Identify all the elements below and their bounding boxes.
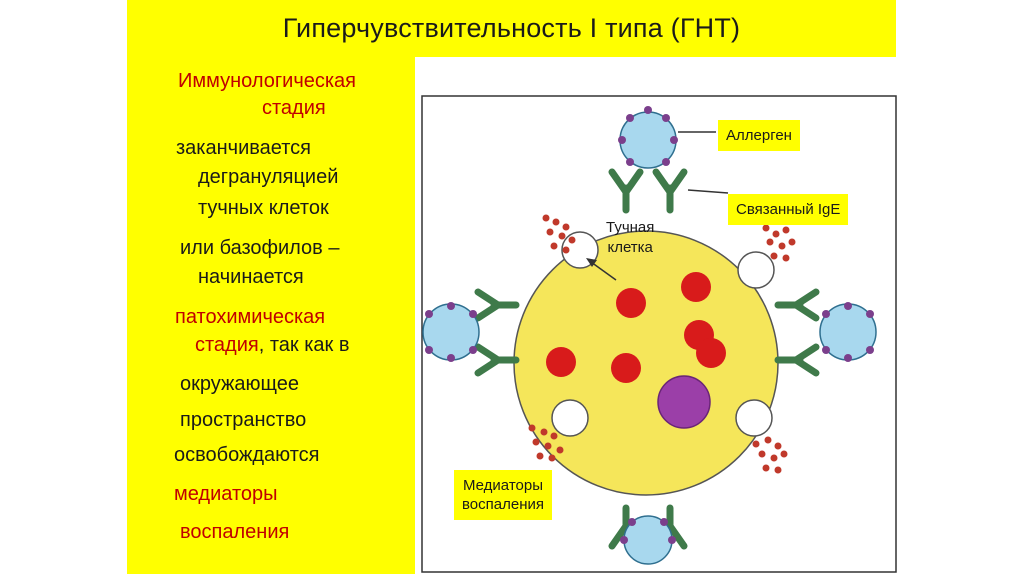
label-mast-cell: Тучная клетка xyxy=(606,218,654,258)
text-stage-2-rest: , так как в xyxy=(258,334,350,356)
mediator-cluster-bottom-left xyxy=(528,424,564,462)
cell-notch xyxy=(551,399,589,437)
diagram-svg xyxy=(421,95,897,573)
allergen-left xyxy=(422,302,480,362)
nucleus xyxy=(657,375,711,429)
antibody xyxy=(652,168,688,214)
label-mediators: Медиаторы воспаления xyxy=(454,470,552,520)
antibody xyxy=(474,288,520,322)
granule xyxy=(546,347,576,377)
text-line-degranulation: дегрануляцией xyxy=(198,166,339,188)
granule xyxy=(681,272,711,302)
leader-lines xyxy=(678,131,729,194)
mediator-cluster-top-left xyxy=(542,214,576,254)
mediator-clusters xyxy=(528,214,796,474)
text-line-inflammation: воспаления xyxy=(180,521,290,543)
text-line-immunological: Иммунологическая xyxy=(178,70,356,92)
label-allergen: Аллерген xyxy=(718,120,800,151)
text-line-mediators: медиаторы xyxy=(174,483,278,505)
allergen-right xyxy=(819,302,877,362)
mast-cell xyxy=(513,230,779,496)
mast-cell-diagram: Аллерген Связанный IgE Тучная клетка Мед… xyxy=(416,60,904,574)
mediator-cluster-top-right xyxy=(762,224,796,262)
antibody xyxy=(774,343,820,377)
text-line-pathochemical: патохимическая xyxy=(175,306,326,328)
title-band: Гиперчувствительность I типа (ГНТ) xyxy=(127,0,896,57)
granules xyxy=(546,272,726,429)
arrow-icon xyxy=(586,258,617,281)
granule xyxy=(696,338,726,368)
antibody xyxy=(774,288,820,322)
label-mediators-line1: Медиаторы xyxy=(463,477,543,494)
text-line-space: пространство xyxy=(180,409,307,431)
text-line-stage-1: стадия xyxy=(262,97,326,119)
text-line-surrounding: окружающее xyxy=(180,373,299,395)
label-mast-cell-line2: клетка xyxy=(607,239,653,256)
text-line-stage-2: стадия, так как в xyxy=(195,333,349,357)
cell-notch xyxy=(737,251,775,289)
text-line-mast-cells: тучных клеток xyxy=(198,197,329,219)
allergen-top xyxy=(618,106,678,169)
antibodies xyxy=(474,168,820,550)
label-bound-ige: Связанный IgE xyxy=(728,194,849,225)
text-line-basophils: или базофилов – xyxy=(180,237,340,259)
antibody xyxy=(474,343,520,377)
allergen-bottom xyxy=(620,515,676,565)
mediator-cluster-bottom-right xyxy=(752,436,788,474)
allergens xyxy=(422,106,877,565)
text-line-ends: заканчивается xyxy=(176,137,311,159)
text-panel xyxy=(127,57,415,574)
slide-title: Гиперчувствительность I типа (ГНТ) xyxy=(282,13,741,43)
cell-notch xyxy=(735,399,773,437)
diagram-frame xyxy=(421,95,897,573)
label-mediators-line2: воспаления xyxy=(462,496,544,513)
text-line-begins: начинается xyxy=(198,266,304,288)
granule xyxy=(611,353,641,383)
antibody xyxy=(608,168,644,214)
label-mast-cell-line1: Тучная xyxy=(606,219,655,236)
granule xyxy=(616,288,646,318)
text-stage-2-red: стадия xyxy=(195,334,259,356)
text-line-released: освобождаются xyxy=(174,444,320,466)
